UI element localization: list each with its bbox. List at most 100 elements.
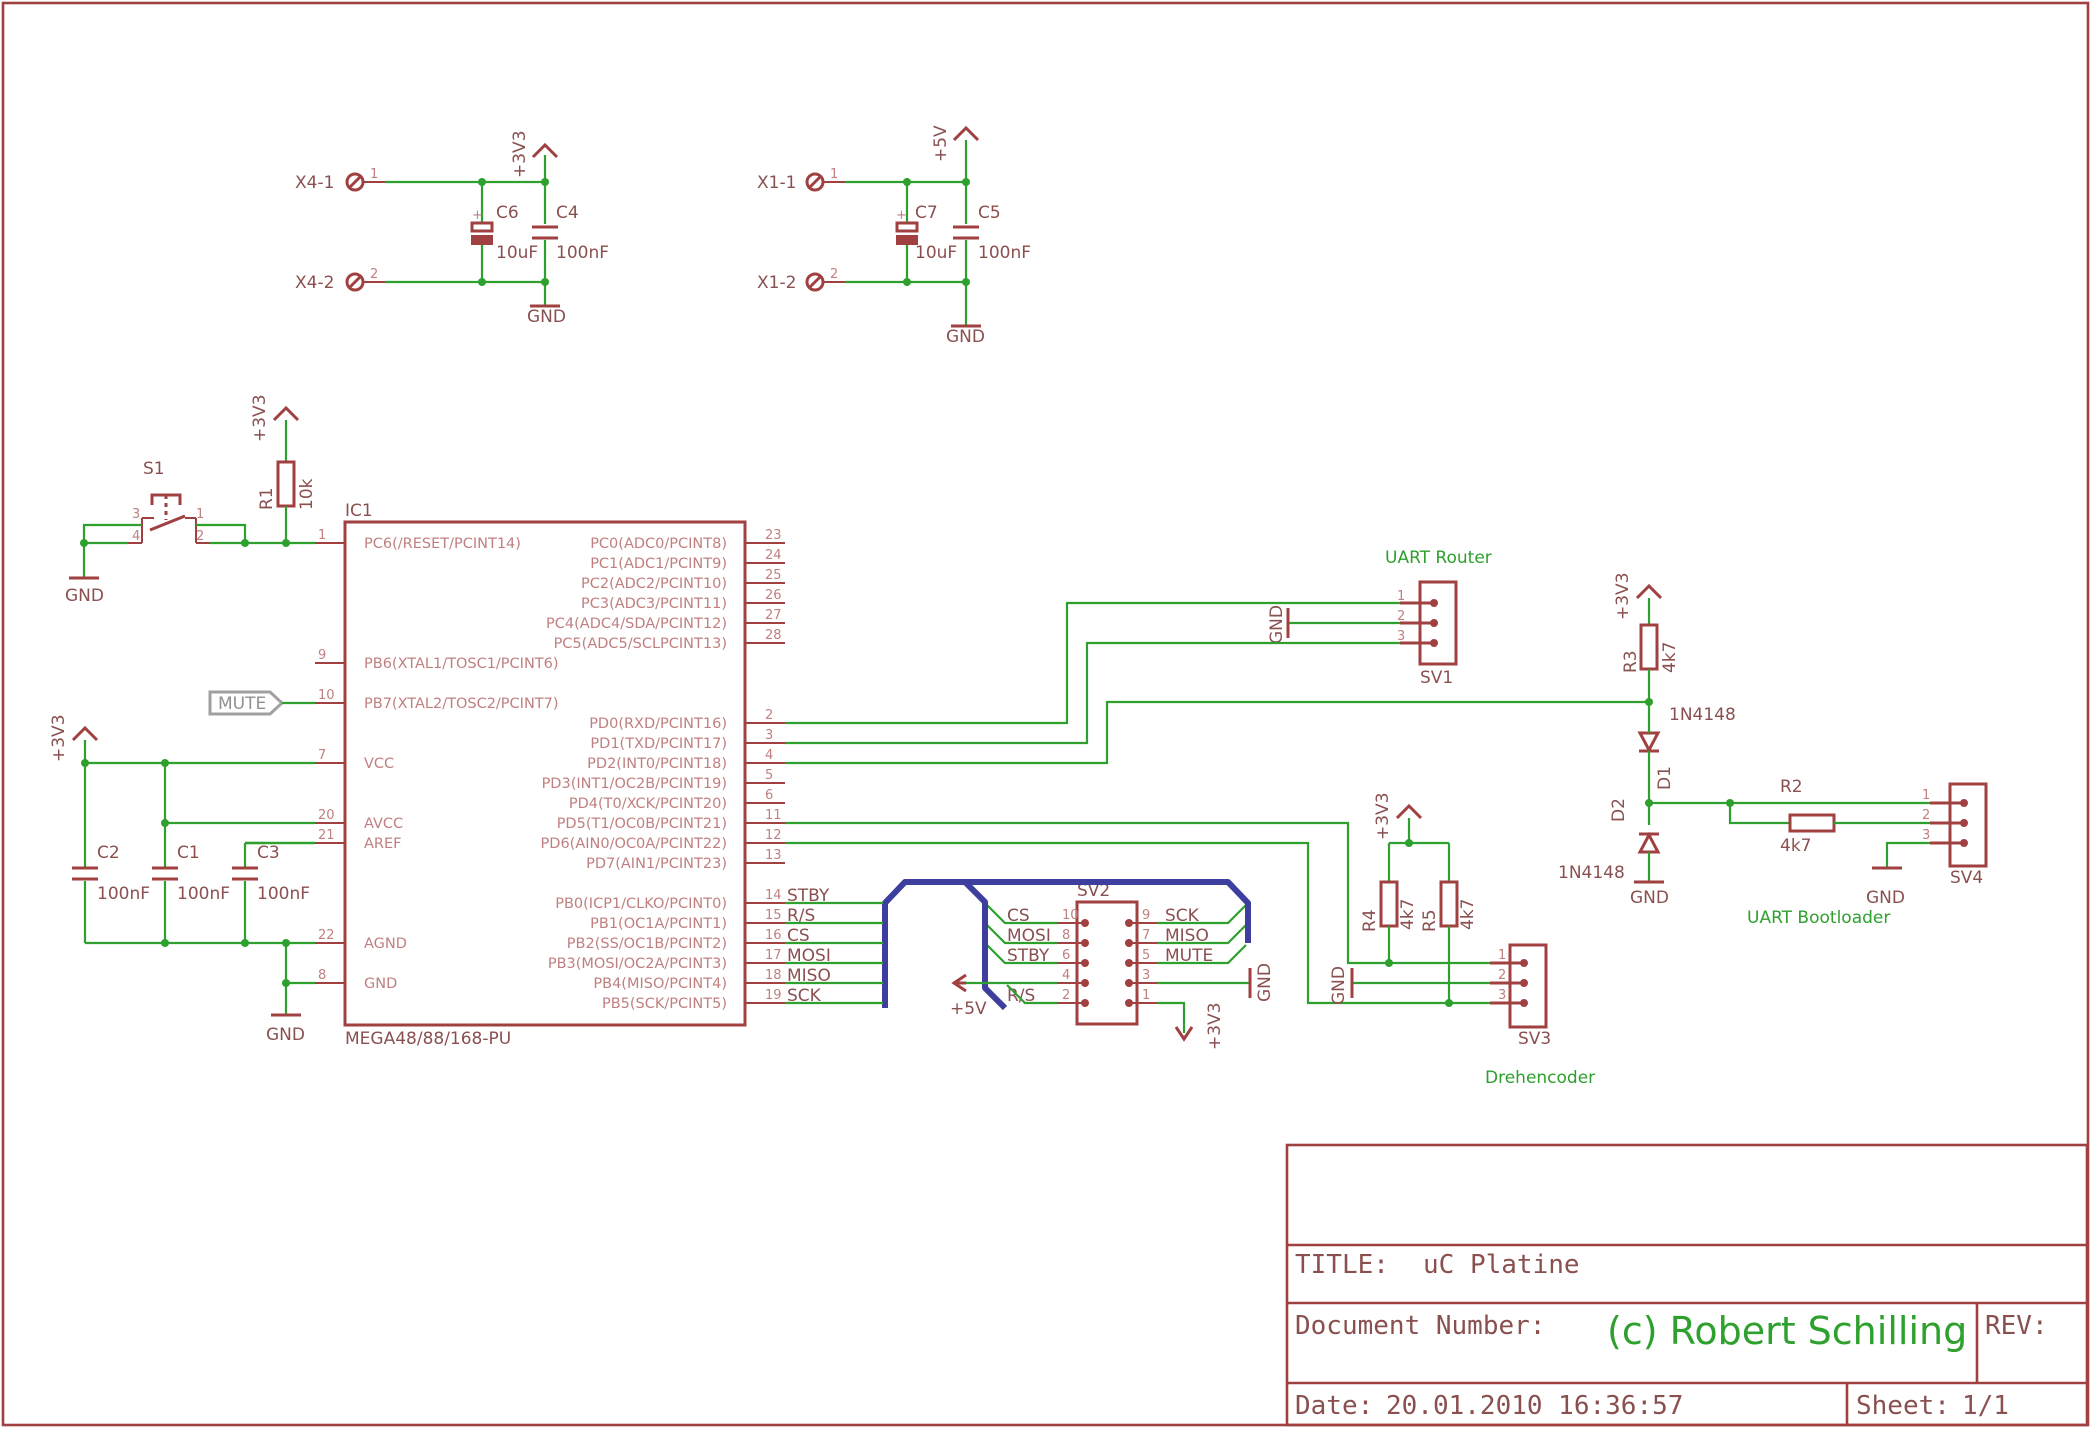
sv2-net-label: STBY: [1007, 946, 1050, 966]
svg-text:1: 1: [196, 507, 204, 522]
ic1-pin-label: PB2(SS/OC1B/PCINT2): [567, 936, 727, 952]
bus-net-label: R/S: [787, 906, 815, 926]
doc-number-value: (c) Robert Schilling: [1607, 1309, 1967, 1353]
title-value: uC Platine: [1423, 1250, 1580, 1280]
svg-text:2: 2: [196, 529, 204, 544]
sv2-bus-tap: [1157, 944, 1247, 965]
ic1-pin-number: 21: [318, 828, 335, 843]
uart-router: UART Router 1 2 3 SV1 GND: [785, 548, 1492, 745]
r2-name: R2: [1780, 777, 1803, 797]
drehencoder-title: Drehencoder: [1485, 1068, 1595, 1088]
decoupling-caps: +3V3 C2 100nF C1 100nF C3: [49, 714, 315, 1045]
svg-text:3: 3: [1922, 828, 1930, 843]
sv4-gnd-label: GND: [1866, 888, 1905, 908]
svg-text:3: 3: [1397, 629, 1405, 644]
ic1-pin-label: PC0(ADC0/PCINT8): [590, 536, 727, 552]
sv2-pin-number: 4: [1062, 968, 1070, 983]
ic1-pin-number: 25: [765, 568, 782, 583]
ic1-pin-label: PC4(ADC4/SDA/PCINT12): [546, 616, 727, 632]
ic1-pin-label: AVCC: [364, 816, 403, 832]
gnd-label: GND: [65, 586, 104, 606]
sheet-value: 1/1: [1962, 1391, 2009, 1421]
gnd-label: GND: [527, 307, 566, 327]
ic1-pin-label: PC5(ADC5/SCLPCINT13): [554, 636, 727, 652]
gnd-label: GND: [946, 327, 985, 347]
sv2-net-label: MOSI: [1007, 926, 1051, 946]
c3-name: C3: [257, 843, 280, 863]
ic1-pin-label: PC3(ADC3/PCINT11): [581, 596, 727, 612]
c2-value: 100nF: [97, 884, 150, 904]
sheet-label: Sheet:: [1856, 1391, 1950, 1421]
power-input-x4: X4-1 X4-2 1 2 + C6 10uF C4 100nF +3V3 GN…: [295, 130, 609, 327]
sv2-pin-dot: [1125, 919, 1133, 927]
sv2-pin-dot: [1125, 999, 1133, 1007]
ic1-pin-label: PD1(TXD/PCINT17): [590, 736, 727, 752]
ic1-pin-label: PD0(RXD/PCINT16): [589, 716, 727, 732]
r2-value: 4k7: [1780, 836, 1811, 856]
power-input-x1: X1-1 X1-2 1 2 + C7 10uF C5 100nF +5V GND: [757, 125, 1031, 347]
ic1-pin-number: 4: [765, 748, 773, 763]
ic1-pin-number: 18: [765, 968, 782, 983]
ic1-pin-label: PD7(AIN1/PCINT23): [586, 856, 727, 872]
r5-name: R5: [1420, 909, 1440, 932]
s1-name: S1: [143, 459, 165, 479]
ic1-pin-label: PB1(OC1A/PCINT1): [590, 916, 727, 932]
c5-value: 100nF: [978, 243, 1031, 263]
sv2-gnd-label: GND: [1255, 963, 1275, 1002]
svg-text:2: 2: [370, 267, 378, 282]
ic1-pin-number: 13: [765, 848, 782, 863]
ic1-pin-label: PB0(ICP1/CLKO/PCINT0): [555, 896, 727, 912]
title-block: TITLE: uC Platine Document Number: (c) R…: [1285, 1143, 2089, 1427]
r1-value: 10k: [297, 478, 317, 510]
r3-name: R3: [1621, 650, 1641, 673]
ic1-pin-label: PB4(MISO/PCINT4): [593, 976, 727, 992]
sv1-gnd-label: GND: [1267, 605, 1287, 644]
svg-text:3: 3: [1498, 988, 1506, 1003]
ic1-pin-number: 23: [765, 528, 782, 543]
rev-label: REV:: [1985, 1311, 2048, 1341]
bus-net-label: MOSI: [787, 946, 831, 966]
supply-3v3-label: +3V3: [510, 130, 530, 178]
c3-value: 100nF: [257, 884, 310, 904]
svg-text:1: 1: [1498, 948, 1506, 963]
ic1-pin-number: 3: [765, 728, 773, 743]
ic1-pin-number: 8: [318, 968, 326, 983]
mute-port: MUTE: [208, 690, 315, 716]
ic1-pin-label: AGND: [364, 936, 407, 952]
ic1-pin-label: PD2(INT0/PCINT18): [587, 756, 727, 772]
reset-circuit: S1 3 4 1 2 GND +3V3 R1 10k: [65, 394, 317, 606]
ic1-pin-number: 19: [765, 988, 782, 1003]
sv2-bus-tap: [1157, 924, 1247, 945]
ic1-pin-label: PB3(MOSI/OC2A/PCINT3): [548, 956, 727, 972]
r4-name: R4: [1360, 909, 1380, 932]
sv2-pin-number: 10: [1062, 908, 1079, 923]
ic1-pin-number: 9: [318, 648, 326, 663]
ic1-pin-number: 7: [318, 748, 326, 763]
sv2-3v3-label: +3V3: [1205, 1002, 1225, 1050]
sv2-pin-number: 7: [1142, 928, 1150, 943]
c5-name: C5: [978, 203, 1001, 223]
ic1-pin-number: 24: [765, 548, 782, 563]
date-label: Date:: [1295, 1391, 1373, 1421]
ic1-pin-number: 16: [765, 928, 782, 943]
r1-name: R1: [257, 487, 277, 510]
sv2-bus-tap: [986, 924, 1057, 945]
bus-net-label: CS: [787, 926, 810, 946]
sv2-bus-tap: [1157, 904, 1247, 925]
c2-name: C2: [97, 843, 120, 863]
x4-2-label: X4-2: [295, 273, 334, 293]
ic1-pin-number: 1: [318, 528, 326, 543]
ic1-pin-label: PD5(T1/OC0B/PCINT21): [557, 816, 727, 832]
ic1-pin-label: PD4(T0/XCK/PCINT20): [569, 796, 727, 812]
ic1-pin-label: PC1(ADC1/PCINT9): [590, 556, 727, 572]
ic1-pin-number: 2: [765, 708, 773, 723]
x4-1-label: X4-1: [295, 173, 334, 193]
ic1-pin-label: PC2(ADC2/PCINT10): [581, 576, 727, 592]
c6-name: C6: [496, 203, 519, 223]
ic1-pin-label: AREF: [364, 836, 402, 852]
ic1-name: IC1: [345, 501, 373, 521]
ic1-pin-number: 5: [765, 768, 773, 783]
sv2-pin-number: 3: [1142, 968, 1150, 983]
svg-text:3: 3: [132, 507, 140, 522]
